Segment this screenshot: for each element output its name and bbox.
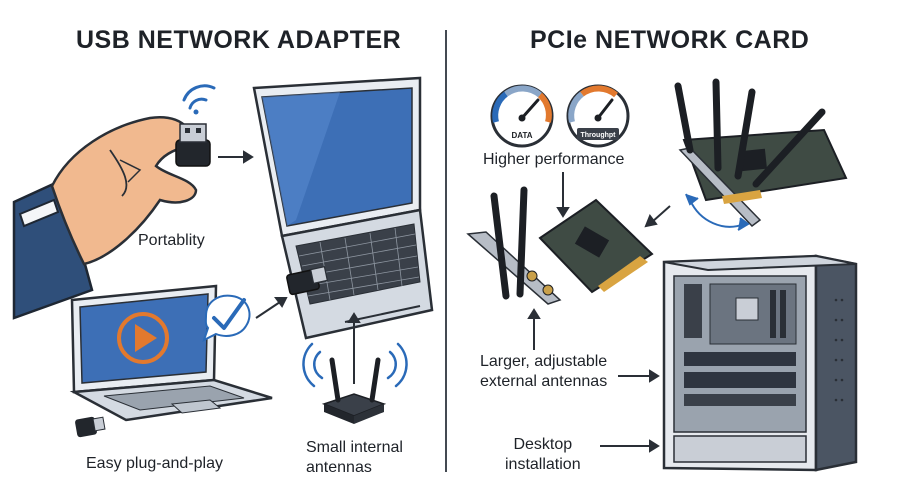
- arrow-icon: [527, 308, 541, 350]
- usb-dongle-icon: [175, 123, 211, 167]
- router-icon: [302, 342, 408, 424]
- portability-label: Portablity: [138, 232, 205, 249]
- speed-gauge-icon: Throughpt: [566, 84, 630, 148]
- external-antennas-line2: external antennas: [480, 373, 608, 390]
- usb-adapter-title: USB NETWORK ADAPTER: [76, 26, 402, 54]
- arrow-icon: [218, 150, 254, 164]
- external-antennas-line1: Larger, adjustable: [480, 353, 608, 370]
- small-antennas-line1: Small internal: [306, 439, 403, 456]
- desktop-tower-icon: [662, 254, 858, 472]
- desktop-installation-label: Desktop installation: [505, 435, 581, 475]
- small-antennas-line2: antennas: [306, 459, 372, 476]
- easy-plug-label: Easy plug-and-play: [86, 455, 223, 472]
- hand-icon: [12, 115, 198, 320]
- small-antennas-label: Small internal antennas: [306, 438, 403, 478]
- higher-performance-label: Higher performance: [483, 151, 625, 168]
- pcie-card-icon: [674, 78, 848, 228]
- arrow-icon: [556, 172, 570, 218]
- arrow-icon: [644, 205, 671, 228]
- arrow-icon: [685, 193, 750, 231]
- checkmark-icon: [202, 294, 251, 342]
- desktop-installation-line2: installation: [505, 456, 581, 473]
- arrow-icon: [600, 439, 660, 453]
- external-antennas-label: Larger, adjustable external antennas: [480, 352, 607, 392]
- arrow-icon: [618, 369, 660, 383]
- gauge-throughput-label: Throughpt: [581, 132, 617, 139]
- arrow-icon: [255, 297, 288, 319]
- usb-dongle-icon: [75, 416, 106, 438]
- speed-gauge-icon: DATA: [490, 84, 554, 148]
- wifi-icon: [182, 84, 216, 115]
- pcie-card-icon: [466, 186, 654, 305]
- usb-dongle-icon: [286, 265, 329, 296]
- desktop-installation-line1: Desktop: [513, 436, 573, 453]
- gauge-data-label: DATA: [511, 131, 532, 140]
- pcie-card-title: PCIe NETWORK CARD: [530, 26, 810, 54]
- play-icon: [117, 312, 169, 364]
- laptop-icon: [252, 76, 434, 340]
- arrow-icon: [347, 312, 361, 384]
